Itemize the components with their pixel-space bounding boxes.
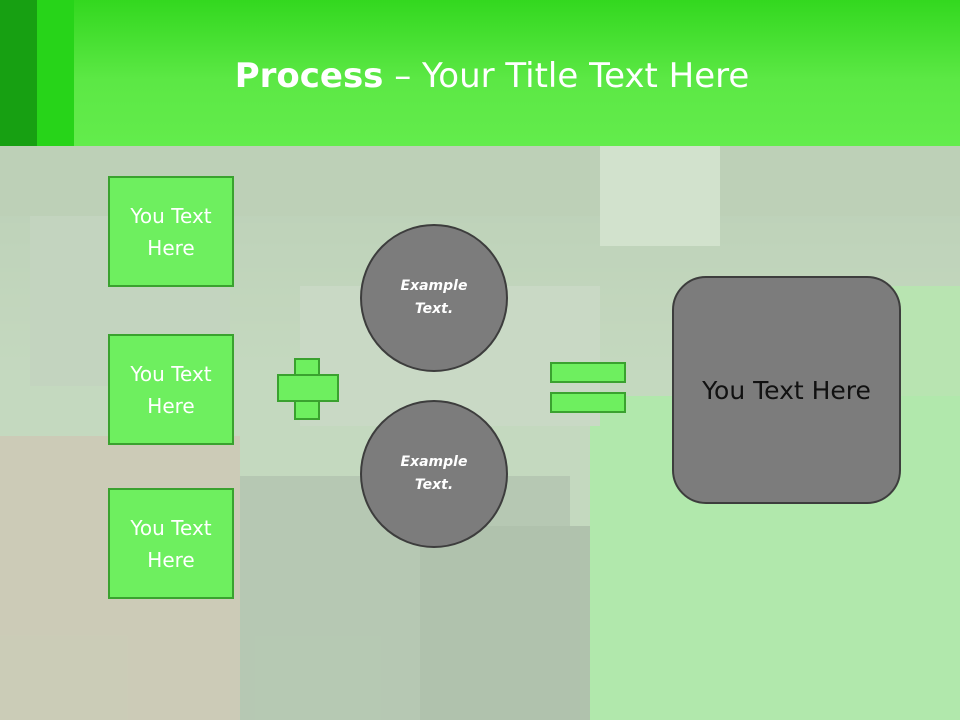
title-bold: Process — [234, 56, 384, 96]
text-box-2[interactable]: You Text Here — [108, 334, 234, 445]
plus-center — [296, 376, 318, 400]
header-accent-mid — [37, 0, 74, 146]
circle-2-text: Example Text. — [400, 454, 468, 493]
circle-1-text: Example Text. — [400, 278, 468, 317]
example-circle-1[interactable]: Example Text. — [360, 224, 508, 372]
example-circle-2[interactable]: Example Text. — [360, 400, 508, 548]
text-box-1[interactable]: You Text Here — [108, 176, 234, 287]
slide-title: Process – Your Title Text Here — [0, 50, 960, 102]
equals-bottom-bar — [550, 392, 626, 413]
title-rest: – Your Title Text Here — [383, 56, 750, 96]
result-text: You Text Here — [702, 375, 871, 405]
header-band: Process – Your Title Text Here — [0, 0, 960, 146]
result-box[interactable]: You Text Here — [672, 276, 901, 504]
text-box-3[interactable]: You Text Here — [108, 488, 234, 599]
header-accent-dark — [0, 0, 37, 146]
equals-top-bar — [550, 362, 626, 383]
